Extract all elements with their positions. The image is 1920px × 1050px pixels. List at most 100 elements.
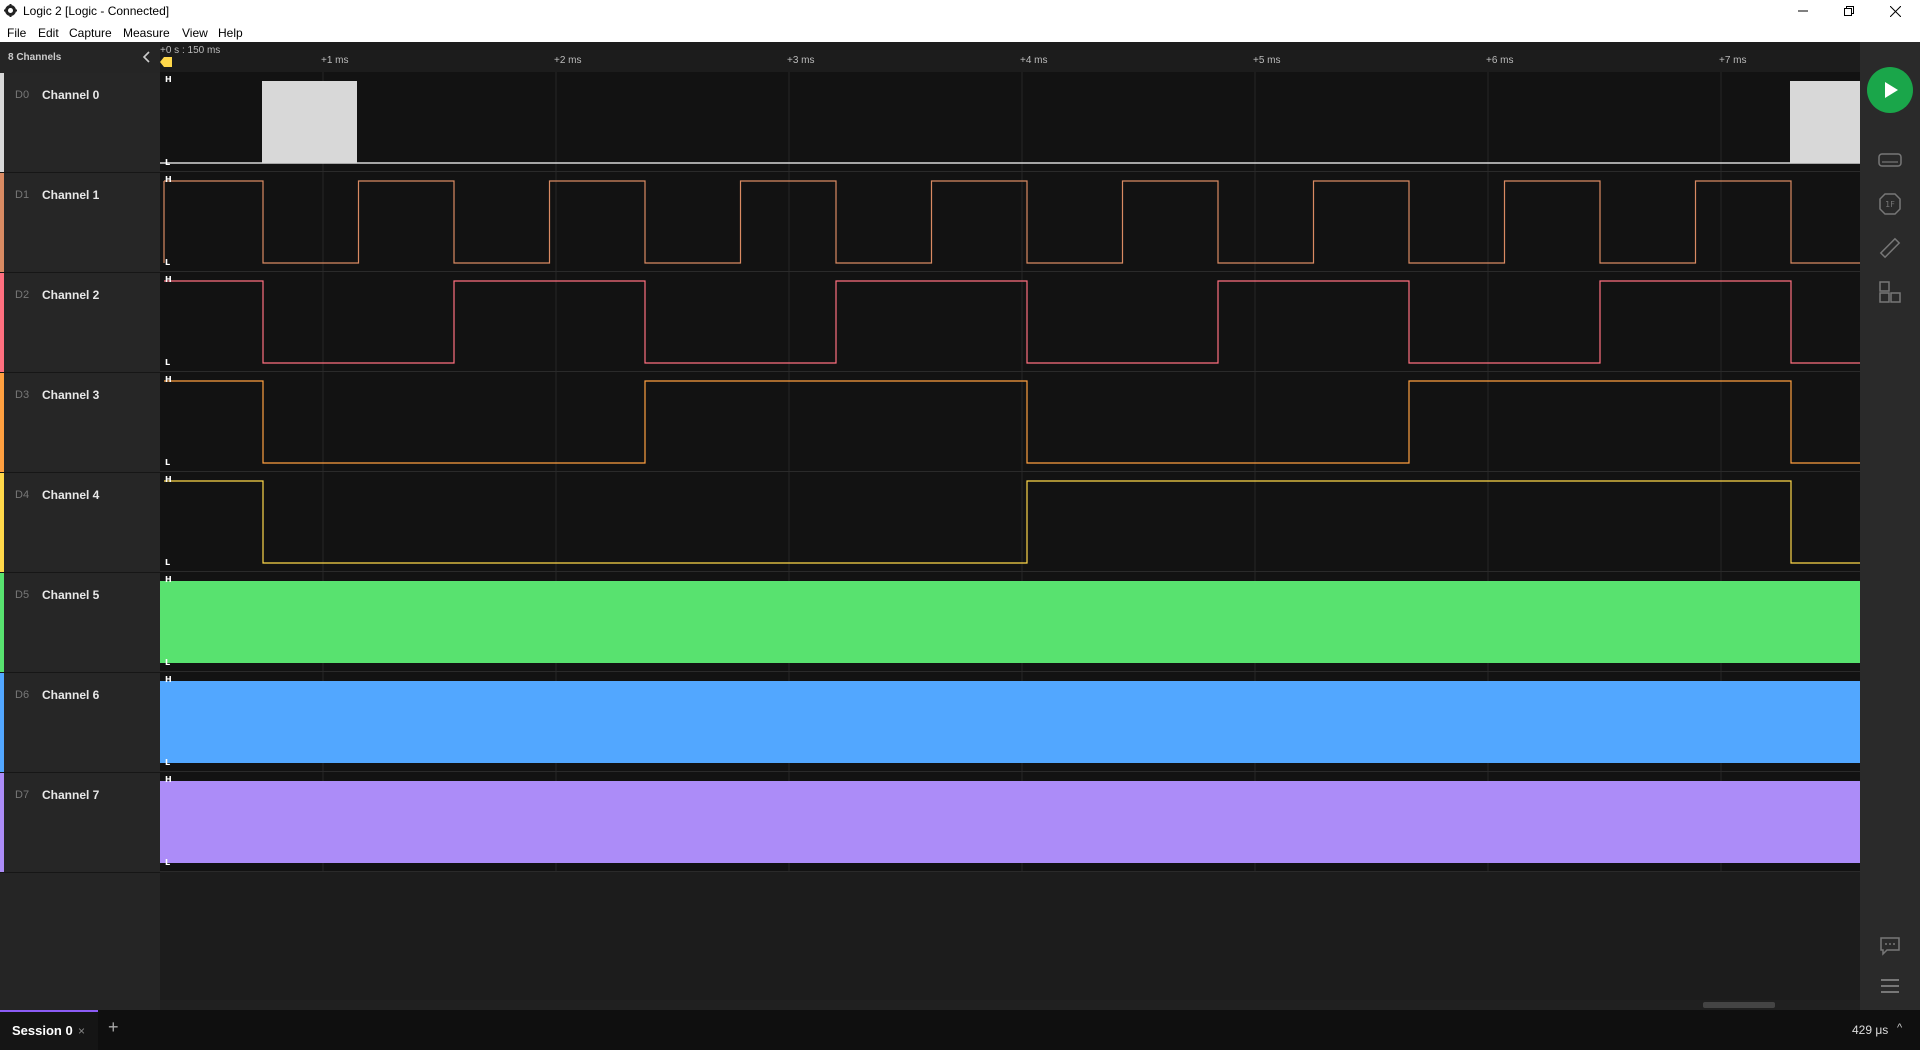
channel-color-bar — [0, 473, 4, 572]
channel-color-bar — [0, 273, 4, 372]
channel-row-1[interactable]: D1 Channel 1 — [0, 173, 160, 273]
level-high-label: H — [165, 575, 172, 584]
channel-row-7[interactable]: D7 Channel 7 — [0, 773, 160, 873]
channel-count: 8 Channels — [8, 52, 62, 63]
app-logo-icon — [4, 4, 17, 17]
level-high-label: H — [165, 375, 172, 384]
window-title: Logic 2 [Logic - Connected] — [23, 4, 170, 18]
channel-name[interactable]: Channel 5 — [42, 588, 100, 602]
menu-bar: File Edit Capture Measure View Help — [0, 22, 1920, 42]
channel-row-3[interactable]: D3 Channel 3 — [0, 373, 160, 473]
channel-name[interactable]: Channel 0 — [42, 88, 100, 102]
ruler-tick: +4 ms — [1020, 55, 1048, 66]
start-capture-button[interactable] — [1867, 67, 1913, 113]
channel-row-5[interactable]: D5 Channel 5 — [0, 573, 160, 673]
chevron-up-icon[interactable]: ^ — [1897, 1022, 1903, 1034]
level-high-label: H — [165, 675, 172, 684]
menu-measure[interactable]: Measure — [123, 26, 170, 40]
menu-file[interactable]: File — [7, 26, 27, 40]
dense-signal-block — [160, 781, 1860, 863]
menu-help[interactable]: Help — [218, 26, 243, 40]
horizontal-scrollbar[interactable] — [160, 1000, 1860, 1010]
timing-marker-icon[interactable] — [160, 57, 172, 67]
channel-name[interactable]: Channel 4 — [42, 488, 100, 502]
channel-id: D1 — [15, 189, 30, 201]
signal-waveform — [164, 180, 1860, 264]
ruler-tick: +3 ms — [787, 55, 815, 66]
level-low-label: L — [165, 758, 170, 767]
channel-name[interactable]: Channel 7 — [42, 788, 100, 802]
channel-color-bar — [0, 173, 4, 272]
signal-pulse — [1790, 81, 1860, 163]
minimize-button[interactable] — [1780, 0, 1826, 22]
channel-color-bar — [0, 773, 4, 872]
analyzers-icon[interactable]: 1F — [1878, 192, 1902, 216]
channel-row-4[interactable]: D4 Channel 4 — [0, 473, 160, 573]
ruler-tick: +5 ms — [1253, 55, 1281, 66]
channel-id: D4 — [15, 489, 30, 501]
channel-name[interactable]: Channel 1 — [42, 188, 100, 202]
level-high-label: H — [165, 175, 172, 184]
channel-id: D6 — [15, 689, 30, 701]
channel-name[interactable]: Channel 2 — [42, 288, 100, 302]
signal-waveform — [164, 380, 1860, 464]
chat-icon[interactable] — [1878, 934, 1902, 958]
minimize-icon — [1798, 10, 1808, 12]
channel-name[interactable]: Channel 3 — [42, 388, 100, 402]
hamburger-icon[interactable] — [1878, 974, 1902, 998]
signal-waveform — [164, 280, 1860, 364]
close-window-button[interactable] — [1872, 0, 1918, 22]
channel-id: D7 — [15, 789, 30, 801]
channel-row-0[interactable]: D0 Channel 0 — [0, 73, 160, 173]
scrollbar-thumb[interactable] — [1703, 1002, 1775, 1008]
svg-text:1F: 1F — [1885, 200, 1895, 209]
channel-id: D0 — [15, 89, 30, 101]
menu-edit[interactable]: Edit — [38, 26, 59, 40]
channel-id: D3 — [15, 389, 30, 401]
right-toolbar: 1F — [1860, 42, 1920, 1010]
level-low-label: L — [165, 358, 170, 367]
chevron-left-icon[interactable] — [140, 50, 154, 64]
channel-name[interactable]: Channel 6 — [42, 688, 100, 702]
channel-color-bar — [0, 373, 4, 472]
title-bar: Logic 2 [Logic - Connected] — [0, 0, 1920, 22]
new-session-button[interactable]: + — [108, 1017, 119, 1037]
waveform-row[interactable] — [160, 272, 1860, 371]
level-low-label: L — [165, 458, 170, 467]
waveform-row[interactable] — [160, 72, 1860, 171]
level-low-label: L — [165, 658, 170, 667]
zoom-level[interactable]: 429 μs — [1852, 1023, 1889, 1037]
ruler-tick: +7 ms — [1719, 55, 1747, 66]
extensions-icon[interactable] — [1878, 280, 1902, 304]
ruler-origin: +0 s : 150 ms — [160, 45, 221, 56]
channel-id: D2 — [15, 289, 30, 301]
channel-color-bar — [0, 73, 4, 172]
waveform-row[interactable] — [160, 472, 1860, 571]
session-label: Session 0 — [12, 1023, 73, 1038]
menu-view[interactable]: View — [182, 26, 208, 40]
level-high-label: H — [165, 275, 172, 284]
ruler-tick: +6 ms — [1486, 55, 1514, 66]
level-low-label: L — [165, 158, 170, 167]
session-tab[interactable]: Session 0 × — [0, 1010, 98, 1050]
time-ruler[interactable]: +0 s : 150 ms +1 ms +2 ms +3 ms +4 ms +5… — [160, 42, 1860, 73]
dense-signal-block — [160, 681, 1860, 763]
waveform-row[interactable] — [160, 172, 1860, 271]
ruler-icon[interactable] — [1878, 236, 1902, 260]
level-high-label: H — [165, 75, 172, 84]
channel-panel: 8 Channels D0 Channel 0 D1 Channel 1 D2 … — [0, 42, 160, 1010]
level-low-label: L — [165, 258, 170, 267]
channel-row-6[interactable]: D6 Channel 6 — [0, 673, 160, 773]
level-low-label: L — [165, 558, 170, 567]
channel-id: D5 — [15, 589, 30, 601]
channel-row-2[interactable]: D2 Channel 2 — [0, 273, 160, 373]
restore-button[interactable] — [1826, 0, 1872, 22]
waveform-row[interactable] — [160, 372, 1860, 471]
channel-color-bar — [0, 573, 4, 672]
signal-waveform — [164, 480, 1860, 564]
device-icon[interactable] — [1878, 148, 1902, 172]
close-session-icon[interactable]: × — [78, 1024, 86, 1038]
menu-capture[interactable]: Capture — [69, 26, 112, 40]
